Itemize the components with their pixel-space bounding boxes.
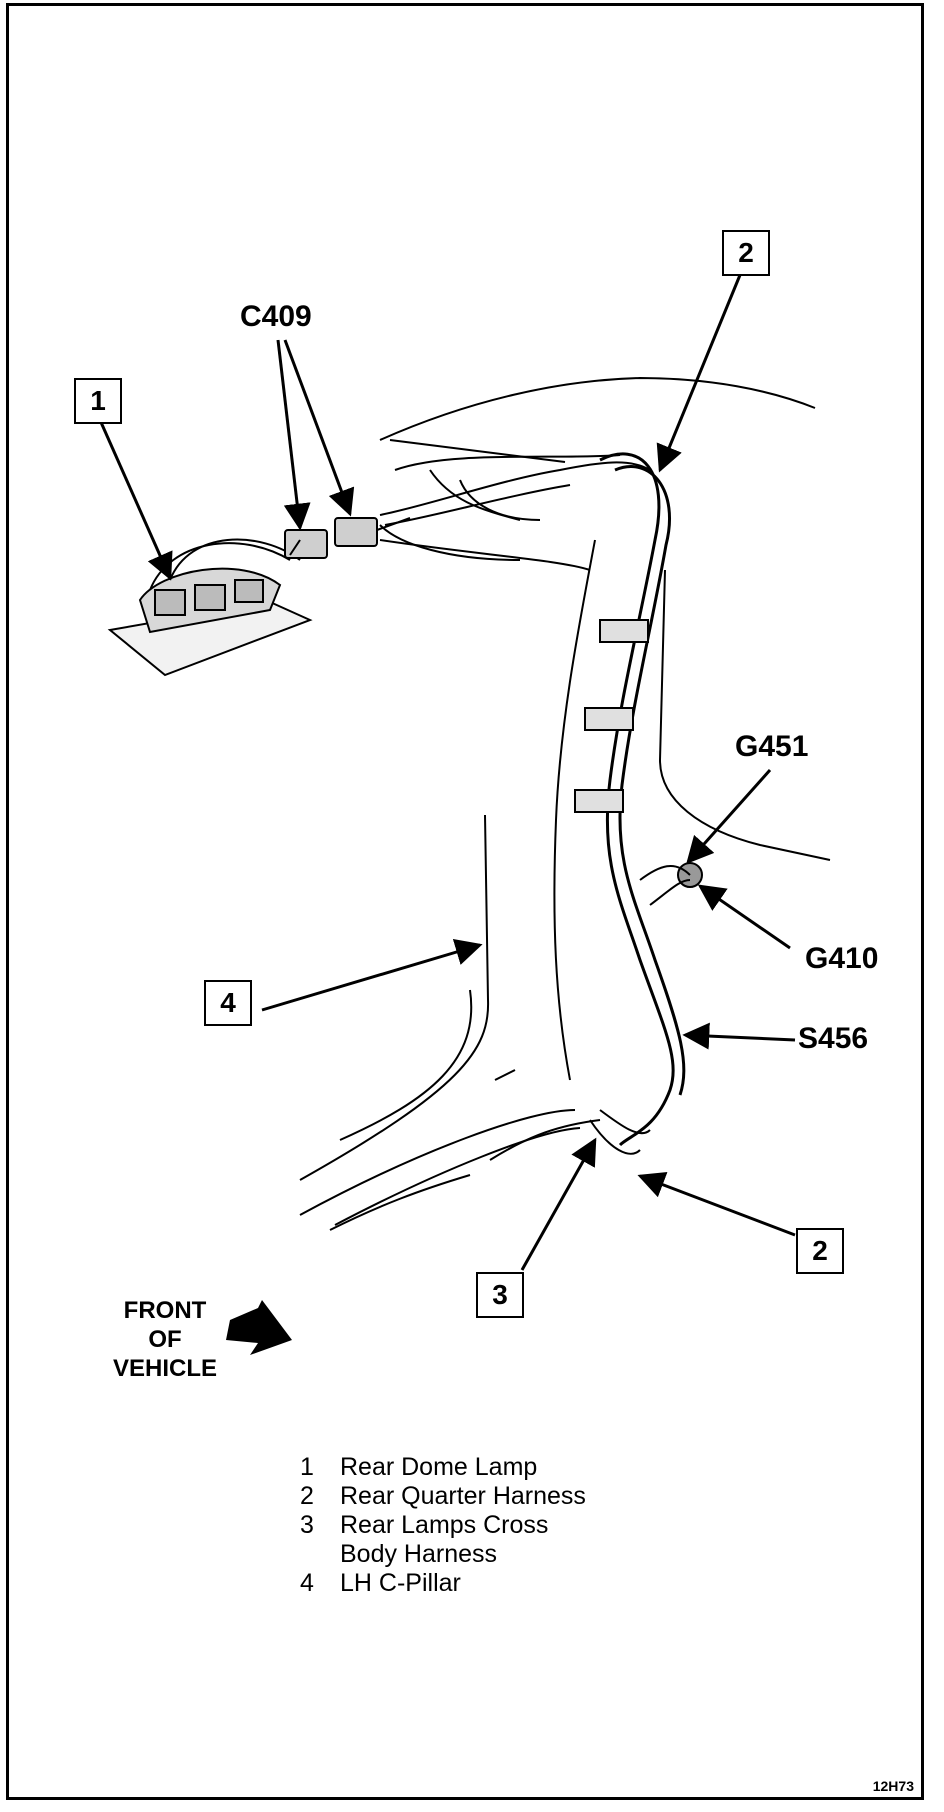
legend-item: 2 Rear Quarter Harness bbox=[300, 1482, 586, 1511]
label-c409: C409 bbox=[240, 300, 312, 333]
callout-2-top: 2 bbox=[722, 230, 770, 276]
rear-quarter-harness bbox=[599, 452, 686, 1147]
callout-3: 3 bbox=[476, 1272, 524, 1318]
legend-item: 3 Rear Lamps Cross bbox=[300, 1511, 586, 1540]
legend-num bbox=[300, 1540, 340, 1569]
legend-num: 4 bbox=[300, 1569, 314, 1597]
legend-num: 2 bbox=[300, 1482, 314, 1510]
callout-4: 4 bbox=[204, 980, 252, 1026]
label-g410: G410 bbox=[805, 942, 879, 975]
front-line-1: FRONT bbox=[123, 1297, 207, 1324]
body-outline bbox=[299, 376, 831, 1231]
callout-2-bottom: 2 bbox=[796, 1228, 844, 1274]
front-line-3: VEHICLE bbox=[112, 1355, 217, 1382]
legend-num: 1 bbox=[300, 1453, 314, 1481]
legend-text: Rear Quarter Harness bbox=[340, 1482, 586, 1510]
front-of-vehicle-arrow bbox=[226, 1300, 292, 1355]
front-line-2: OF bbox=[148, 1326, 182, 1353]
splice-s456 bbox=[589, 1109, 651, 1155]
callout-1: 1 bbox=[74, 378, 122, 424]
legend-item: 4 LH C-Pillar bbox=[300, 1569, 586, 1598]
legend-text: Rear Dome Lamp bbox=[340, 1453, 538, 1481]
legend-text: Body Harness bbox=[340, 1540, 498, 1568]
label-g451: G451 bbox=[735, 730, 809, 763]
rear-dome-lamp bbox=[107, 538, 313, 677]
legend: 1 Rear Dome Lamp 2 Rear Quarter Harness … bbox=[300, 1453, 586, 1598]
legend-item: 1 Rear Dome Lamp bbox=[300, 1453, 586, 1482]
legend-item: Body Harness bbox=[300, 1540, 586, 1569]
roof-harness bbox=[379, 439, 651, 561]
front-of-vehicle-label: FRONT OF VEHICLE bbox=[100, 1296, 230, 1383]
diagram-frame bbox=[6, 3, 924, 1800]
legend-num: 3 bbox=[300, 1511, 314, 1539]
legend-text: Rear Lamps Cross bbox=[340, 1511, 549, 1539]
harness-clips bbox=[574, 619, 649, 813]
leader-arrows bbox=[98, 274, 796, 1271]
figure-reference: 12H73 bbox=[872, 1778, 914, 1794]
legend-text: LH C-Pillar bbox=[340, 1569, 461, 1597]
ground-g410 bbox=[639, 862, 703, 906]
label-s456: S456 bbox=[798, 1022, 869, 1055]
